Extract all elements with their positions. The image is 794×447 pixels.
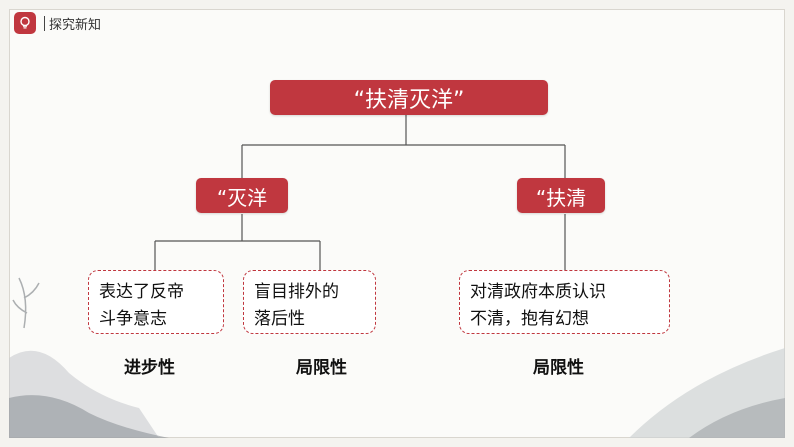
label-limitation-left: 局限性 — [296, 358, 347, 378]
right-node: “扶清 — [517, 178, 605, 213]
landscape-decoration — [9, 277, 785, 438]
root-node-label: “扶清灭洋” — [353, 87, 465, 113]
header-divider — [44, 15, 45, 31]
root-node: “扶清灭洋” — [270, 80, 548, 115]
label-limitation-right: 局限性 — [533, 358, 584, 378]
leaf-line: 表达了反帝 — [99, 282, 184, 302]
leaf-node-illusion: 对清政府本质认识 不清，抱有幻想 — [459, 270, 670, 334]
header-title: 探究新知 — [49, 17, 102, 33]
leaf-line: 对清政府本质认识 — [470, 282, 606, 302]
leaf-node-xenophobia: 盲目排外的 落后性 — [243, 270, 376, 334]
label-progressive: 进步性 — [124, 358, 175, 378]
leaf-node-anti-imperialism: 表达了反帝 斗争意志 — [88, 270, 224, 334]
leaf-line: 盲目排外的 — [254, 282, 339, 302]
leaf-line: 不清，抱有幻想 — [470, 309, 589, 329]
header: 探究新知 — [14, 12, 101, 34]
left-node: “灭洋 — [196, 178, 288, 213]
leaf-line: 落后性 — [254, 309, 305, 329]
right-node-label: “扶清 — [535, 186, 587, 210]
left-node-label: “灭洋 — [216, 186, 268, 210]
leaf-line: 斗争意志 — [99, 309, 167, 329]
lightbulb-icon — [14, 12, 36, 34]
